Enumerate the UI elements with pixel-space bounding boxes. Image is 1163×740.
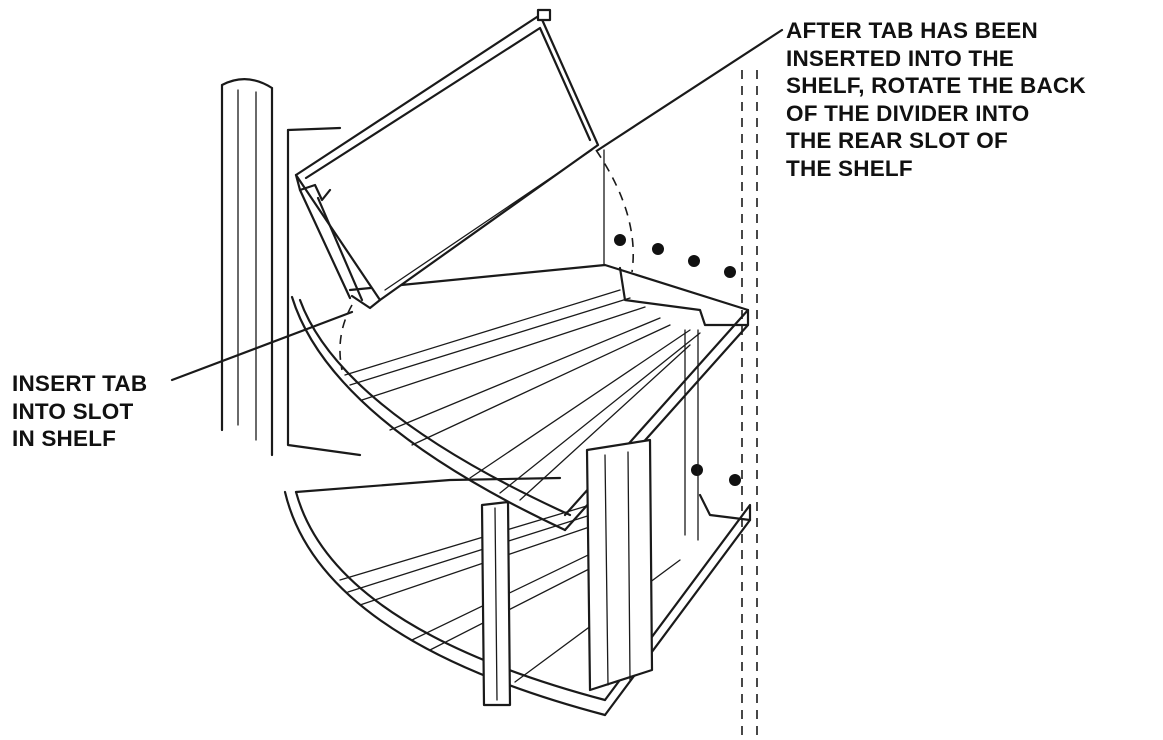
back-panel xyxy=(286,126,741,486)
rear-slot-hole xyxy=(614,234,626,246)
leader-line-insert xyxy=(170,310,354,382)
rear-slot-hole xyxy=(652,243,664,255)
divider-panel xyxy=(294,8,600,310)
rotate-divider-callout: AFTER TAB HAS BEEN INSERTED INTO THE SHE… xyxy=(786,17,1086,182)
leader-line-rotate xyxy=(596,28,784,152)
insert-tab-callout: INSERT TAB INTO SLOT IN SHELF xyxy=(12,370,147,453)
callout-line: IN SHELF xyxy=(12,426,117,451)
upper-shelf xyxy=(290,263,750,541)
lower-shelf xyxy=(283,476,752,717)
rotation-arc xyxy=(595,149,635,273)
rear-slot-hole xyxy=(691,464,703,476)
callout-line: AFTER TAB HAS BEEN xyxy=(786,18,1038,43)
left-post xyxy=(220,78,274,457)
rear-slot-hole xyxy=(688,255,700,267)
callout-line: INSERT TAB xyxy=(12,371,148,396)
rear-slot-hole xyxy=(729,474,741,486)
callout-line: INSERTED INTO THE xyxy=(786,45,1015,71)
callout-line: THE REAR SLOT OF xyxy=(786,128,1008,153)
tab-arc xyxy=(339,304,353,371)
callout-line: INTO SLOT xyxy=(12,398,134,424)
callout-line: OF THE DIVIDER INTO xyxy=(786,100,1030,126)
front-posts xyxy=(480,438,654,707)
rear-slot-hole xyxy=(724,266,736,278)
callout-line: THE SHELF xyxy=(786,155,913,181)
cabinet-side-wall xyxy=(741,70,758,735)
callout-line: SHELF, ROTATE THE BACK xyxy=(786,73,1086,98)
